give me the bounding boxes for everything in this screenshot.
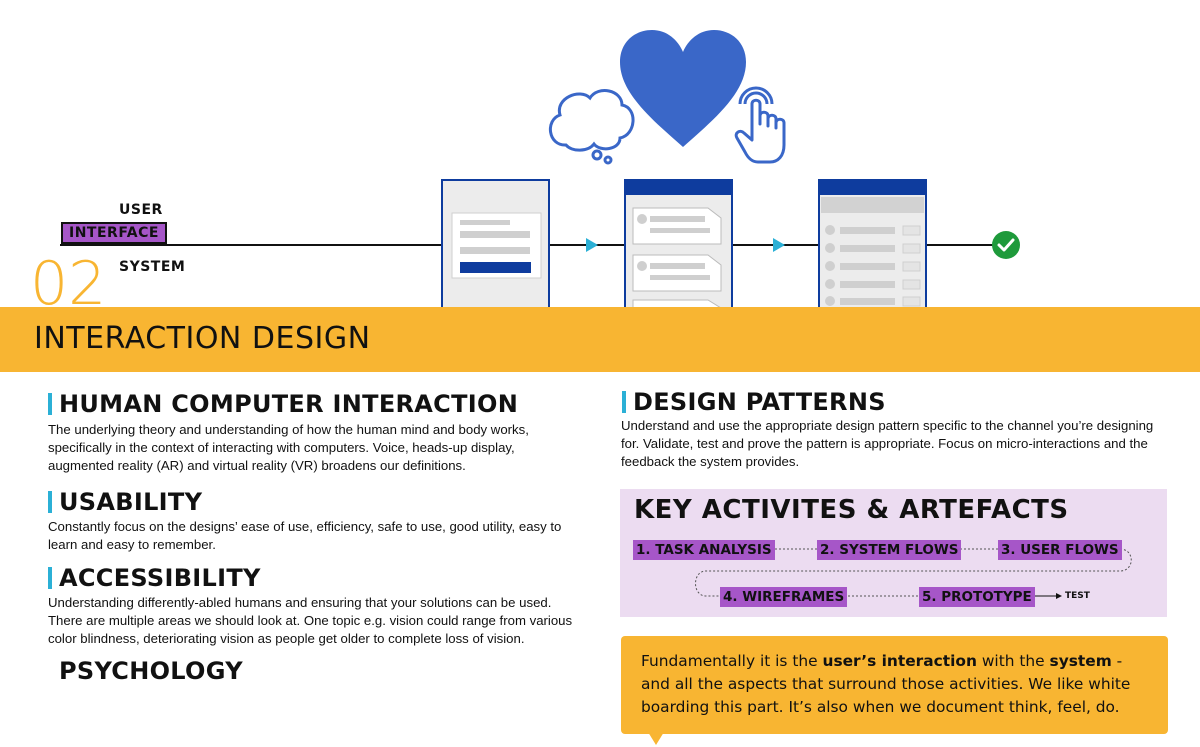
text-line: Constantly focus on the designs’ ease of… <box>48 519 562 534</box>
step-wireframes: 4. WIREFRAMES <box>720 587 848 607</box>
heading-accessibility: ACCESSIBILITY <box>48 564 261 592</box>
text-line: Understanding differently-abled humans a… <box>48 595 552 610</box>
label-user: USER <box>119 202 163 218</box>
check-circle-icon <box>992 231 1020 259</box>
callout-tail <box>648 732 664 745</box>
play-arrow-icon <box>586 238 598 252</box>
heading-design-patterns-text: DESIGN PATTERNS <box>633 388 886 416</box>
test-label: TEST <box>1065 591 1090 601</box>
heading-psychology-text: PSYCHOLOGY <box>59 657 243 685</box>
interaction-diagram: USER INTERFACE SYSTEM 02 <box>0 0 1200 314</box>
callout-text-part: - and all the aspects that surround thos… <box>641 652 1131 716</box>
callout-text: Fundamentally it is the user’s interacti… <box>641 650 1156 719</box>
text-line: augmented reality (AR) and virtual reali… <box>48 458 466 473</box>
heading-accent-bar <box>48 491 52 513</box>
heart-icon <box>620 30 746 147</box>
text-line: Understand and use the appropriate desig… <box>621 418 1154 433</box>
heading-accent-bar <box>622 391 626 413</box>
play-arrow-icon <box>773 238 785 252</box>
callout-box: Fundamentally it is the user’s interacti… <box>621 636 1168 734</box>
heading-usability: USABILITY <box>48 488 202 516</box>
text-line: feedback the system provides. <box>621 454 800 469</box>
usability-description: Constantly focus on the designs’ ease of… <box>48 518 561 554</box>
text-line: specifically in the context of interacti… <box>48 440 515 455</box>
callout-bold-system: system <box>1049 652 1112 670</box>
heading-accessibility-text: ACCESSIBILITY <box>59 564 261 592</box>
arrow-icon <box>1056 593 1062 599</box>
heading-hci-text: HUMAN COMPUTER INTERACTION <box>59 390 519 418</box>
heading-accent-bar <box>48 567 52 589</box>
thought-cloud-icon <box>549 89 635 165</box>
screen-list <box>818 179 927 313</box>
text-line: There are multiple areas we should look … <box>48 613 573 628</box>
screen-cards <box>624 179 733 313</box>
step-user-flows: 3. USER FLOWS <box>998 540 1122 560</box>
heading-accent-bar <box>48 393 52 415</box>
pointing-hand-icon <box>734 86 786 164</box>
text-line: The underlying theory and understanding … <box>48 422 529 437</box>
accessibility-description: Understanding differently-abled humans a… <box>48 594 572 648</box>
text-line: for. Validate, test and prove the patter… <box>621 436 1148 451</box>
label-interface: INTERFACE <box>61 222 167 244</box>
steps-connector <box>695 548 1132 599</box>
callout-text-part: with the <box>976 652 1050 670</box>
heading-usability-text: USABILITY <box>59 488 203 516</box>
heading-design-patterns: DESIGN PATTERNS <box>622 388 886 416</box>
page-title: INTERACTION DESIGN <box>34 321 371 356</box>
callout-text-part: Fundamentally it is the <box>641 652 823 670</box>
text-line: learn and easy to remember. <box>48 537 216 552</box>
heading-hci: HUMAN COMPUTER INTERACTION <box>48 390 518 418</box>
callout-bold-user-interaction: user’s interaction <box>822 652 977 670</box>
hci-description: The underlying theory and understanding … <box>48 421 529 475</box>
label-system: SYSTEM <box>119 259 186 275</box>
step-prototype: 5. PROTOTYPE <box>919 587 1035 607</box>
heading-psychology: PSYCHOLOGY <box>48 657 243 685</box>
key-activities-title: KEY ACTIVITES & ARTEFACTS <box>634 495 1069 525</box>
section-banner: INTERACTION DESIGN <box>0 307 1200 372</box>
text-line: color blindness, deteriorating vision as… <box>48 631 525 646</box>
step-system-flows: 2. SYSTEM FLOWS <box>817 540 962 560</box>
step-task-analysis: 1. TASK ANALYSIS <box>633 540 775 560</box>
design-patterns-description: Understand and use the appropriate desig… <box>621 417 1153 471</box>
key-activities-box: KEY ACTIVITES & ARTEFACTS 1. TASK ANALYS… <box>620 489 1167 617</box>
section-number: 02 <box>30 249 107 319</box>
screen-login <box>441 179 550 313</box>
flow-illustration <box>60 30 1020 313</box>
